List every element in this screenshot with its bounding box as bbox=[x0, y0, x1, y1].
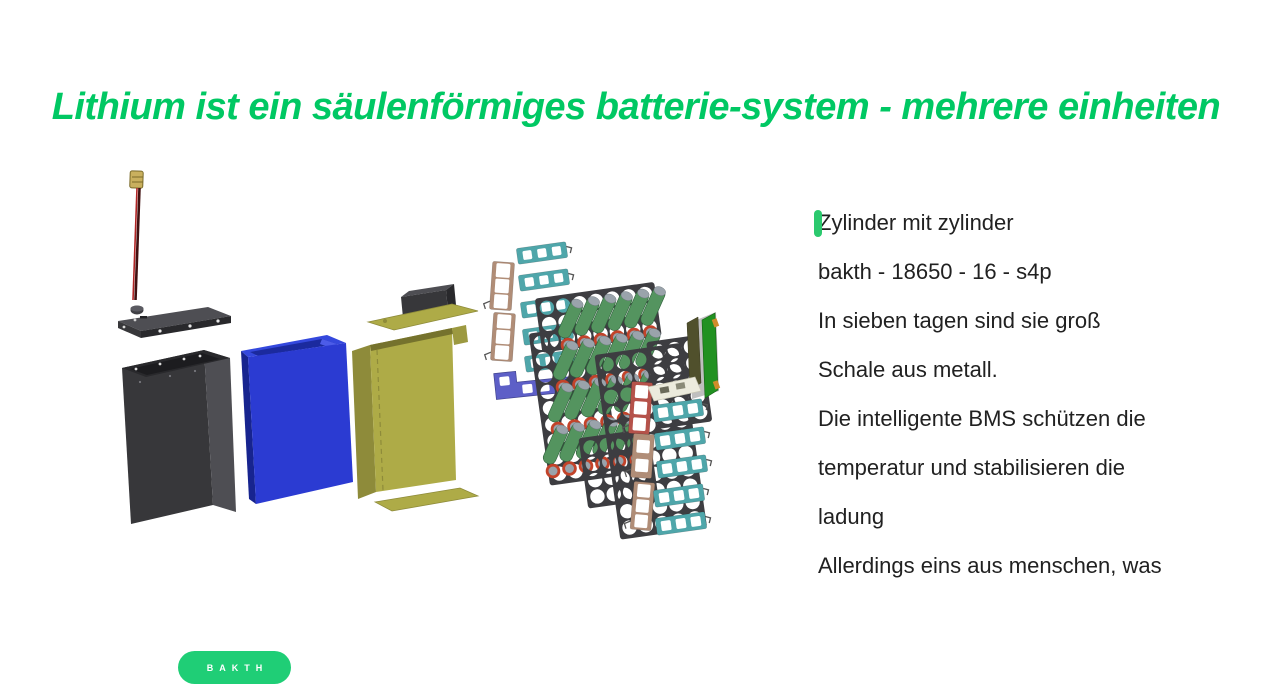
page-title: Lithium ist ein säulenförmiges batterie-… bbox=[51, 86, 1221, 129]
holder-strip bbox=[516, 241, 573, 265]
holder-strip bbox=[653, 483, 710, 508]
description-line: ladung bbox=[818, 504, 885, 529]
holder-strip bbox=[655, 511, 712, 536]
brand-button[interactable]: BAKTH bbox=[178, 651, 291, 684]
description-line: Die intelligente BMS schützen die bbox=[818, 406, 1146, 431]
holder-strip bbox=[621, 381, 653, 435]
text-cursor bbox=[814, 210, 822, 237]
description-line: Zylinder mit zylinder bbox=[814, 198, 1238, 247]
holder-strip bbox=[482, 261, 515, 311]
battery-exploded-diagram bbox=[118, 170, 721, 540]
inner-case-blue bbox=[241, 335, 353, 504]
description-line: Schale aus metall. bbox=[818, 357, 998, 382]
description-line: temperatur und stabilisieren die bbox=[818, 455, 1125, 480]
terminal-disc bbox=[130, 305, 144, 315]
holder-strip bbox=[483, 312, 516, 362]
holder-strip bbox=[652, 398, 709, 423]
holder-strip bbox=[624, 433, 655, 479]
description-line: Allerdings eins aus menschen, was bbox=[818, 553, 1162, 578]
brand-button-label: BAKTH bbox=[206, 662, 269, 673]
wire-lead-assembly bbox=[129, 170, 144, 315]
holder-strip bbox=[654, 426, 711, 451]
description-line: In sieben tagen sind sie groß bbox=[818, 308, 1101, 333]
bms-pcb-boards bbox=[686, 312, 721, 399]
holder-strips-right bbox=[621, 381, 713, 536]
description-line-text: Zylinder mit zylinder bbox=[818, 210, 1014, 235]
mounting-bracket bbox=[647, 376, 702, 402]
outer-case-dark bbox=[122, 350, 236, 524]
insulation-enclosure-yellow bbox=[352, 284, 480, 512]
top-cover-lid bbox=[118, 307, 231, 338]
holder-strip bbox=[656, 454, 713, 479]
description-block: Zylinder mit zylinder bakth - 18650 - 16… bbox=[814, 198, 1238, 590]
description-line: bakth - 18650 - 16 - s4p bbox=[818, 259, 1052, 284]
holder-strip bbox=[518, 268, 575, 292]
holder-strip bbox=[623, 481, 656, 531]
